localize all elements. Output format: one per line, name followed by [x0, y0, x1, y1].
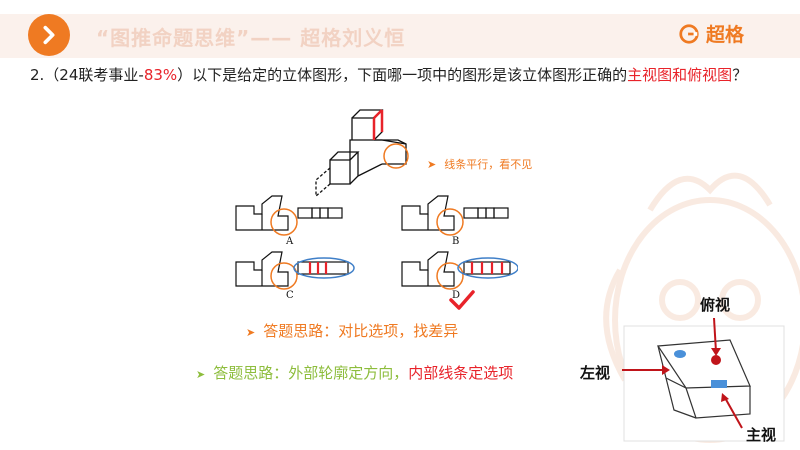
option-label-d: D	[452, 290, 460, 300]
header-band	[0, 14, 800, 58]
checkmark-icon	[449, 290, 475, 310]
solid-3d	[315, 109, 407, 198]
option-label-b: B	[452, 236, 459, 247]
option-c-ellipse	[293, 257, 355, 279]
brand-logo-icon	[679, 23, 699, 44]
next-button[interactable]	[28, 14, 70, 56]
option-b-views	[401, 195, 509, 231]
left-view-label: 左视	[580, 364, 611, 382]
option-d-ellipse	[457, 257, 519, 279]
view-direction-diagram: 俯视 左视 主视	[580, 290, 790, 445]
option-d-circle	[436, 262, 464, 290]
annotation: ➤线条平行，看不见	[427, 158, 533, 171]
option-c-circle	[270, 262, 298, 290]
option-c-views	[235, 251, 349, 287]
front-view-label: 主视	[746, 426, 777, 444]
view-diagram-svg	[622, 317, 785, 442]
option-label-a: A	[285, 236, 294, 247]
option-label-c: C	[286, 290, 294, 300]
question-text: 2.（24联考事业-83%）以下是给定的立体图形，下面哪一项中的图形是该立体图形…	[30, 66, 748, 84]
solid-figure-svg: A B C D	[235, 109, 519, 301]
thought-line-1: ➤答题思路：对比选项，找差异	[246, 322, 459, 340]
banner-title: “图推命题思维”—— 超格刘义恒	[96, 26, 406, 50]
brand-name: 超格	[706, 24, 745, 46]
question-figure: A B C D	[226, 104, 519, 301]
triangle-bullet-icon: ➤	[246, 326, 256, 339]
red-edge	[373, 109, 383, 119]
triangle-bullet-icon: ➤	[427, 158, 437, 171]
option-a-circle	[270, 208, 298, 236]
triangle-bullet-icon: ➤	[196, 368, 206, 381]
top-view-label: 俯视	[700, 296, 731, 314]
highlight-circle	[383, 143, 409, 169]
brand: 超格	[678, 20, 744, 47]
option-a-views	[235, 195, 343, 231]
thought-line-2: ➤答题思路：外部轮廓定方向，内部线条定选项	[196, 364, 514, 382]
chevron-right-icon	[43, 25, 55, 45]
option-d-views	[401, 251, 511, 287]
option-b-circle	[436, 208, 464, 236]
